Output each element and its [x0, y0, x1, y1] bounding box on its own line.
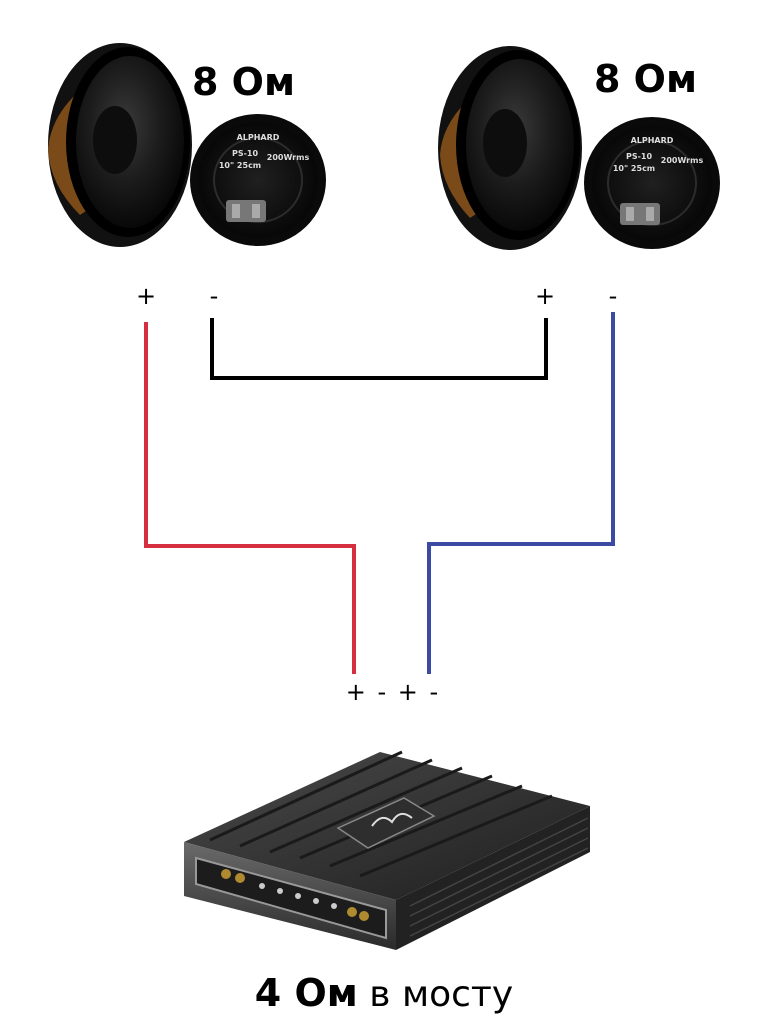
amplifier-control-knobs [259, 883, 337, 909]
amplifier [184, 750, 590, 950]
speaker-1-size: 10" 25cm [219, 161, 261, 170]
amplifier-terminal-labels: + - + - [346, 678, 440, 706]
speaker-1-minus-terminal: - [210, 282, 219, 310]
speaker-1-front-woofer [48, 43, 192, 247]
bridge-caption-impedance: 4 Ом [255, 971, 358, 1015]
amplifier-logo-plate [336, 797, 436, 849]
speaker-2-minus-terminal: - [609, 282, 618, 310]
speaker-2-power: 200Wrms [661, 156, 704, 165]
speaker-1-brand: ALPHARD [237, 133, 280, 142]
amplifier-rca-connectors [221, 869, 369, 921]
speaker-2-plus-terminal: + [535, 282, 555, 310]
speaker-1-model: PS-10 [232, 149, 259, 158]
speaker-2: ALPHARD PS-10 10" 25cm 200Wrms 8 Ом [438, 46, 720, 250]
amplifier-logo-icon [371, 812, 413, 827]
speaker-1-power: 200Wrms [267, 153, 310, 162]
speaker-2-front-woofer [438, 46, 582, 250]
speaker-2-impedance-label: 8 Ом [594, 57, 697, 101]
positive-wire [144, 322, 356, 674]
speaker-2-model: PS-10 [626, 152, 653, 161]
speaker-2-size: 10" 25cm [613, 164, 655, 173]
speaker-1-plus-terminal: + [136, 282, 156, 310]
speaker-2-brand: ALPHARD [631, 136, 674, 145]
bridge-caption-mode: в мосту [358, 974, 513, 1015]
series-jumper-wire [210, 318, 548, 380]
speaker-2-back-woofer: ALPHARD PS-10 10" 25cm 200Wrms [584, 117, 720, 249]
speaker-1: ALPHARD PS-10 10" 25cm 200Wrms 8 Ом [48, 43, 326, 247]
negative-wire [427, 312, 615, 674]
bridge-caption: 4 Ом в мосту [255, 971, 513, 1015]
speaker-1-back-woofer: ALPHARD PS-10 10" 25cm 200Wrms [190, 114, 326, 246]
speaker-1-impedance-label: 8 Ом [192, 60, 295, 104]
